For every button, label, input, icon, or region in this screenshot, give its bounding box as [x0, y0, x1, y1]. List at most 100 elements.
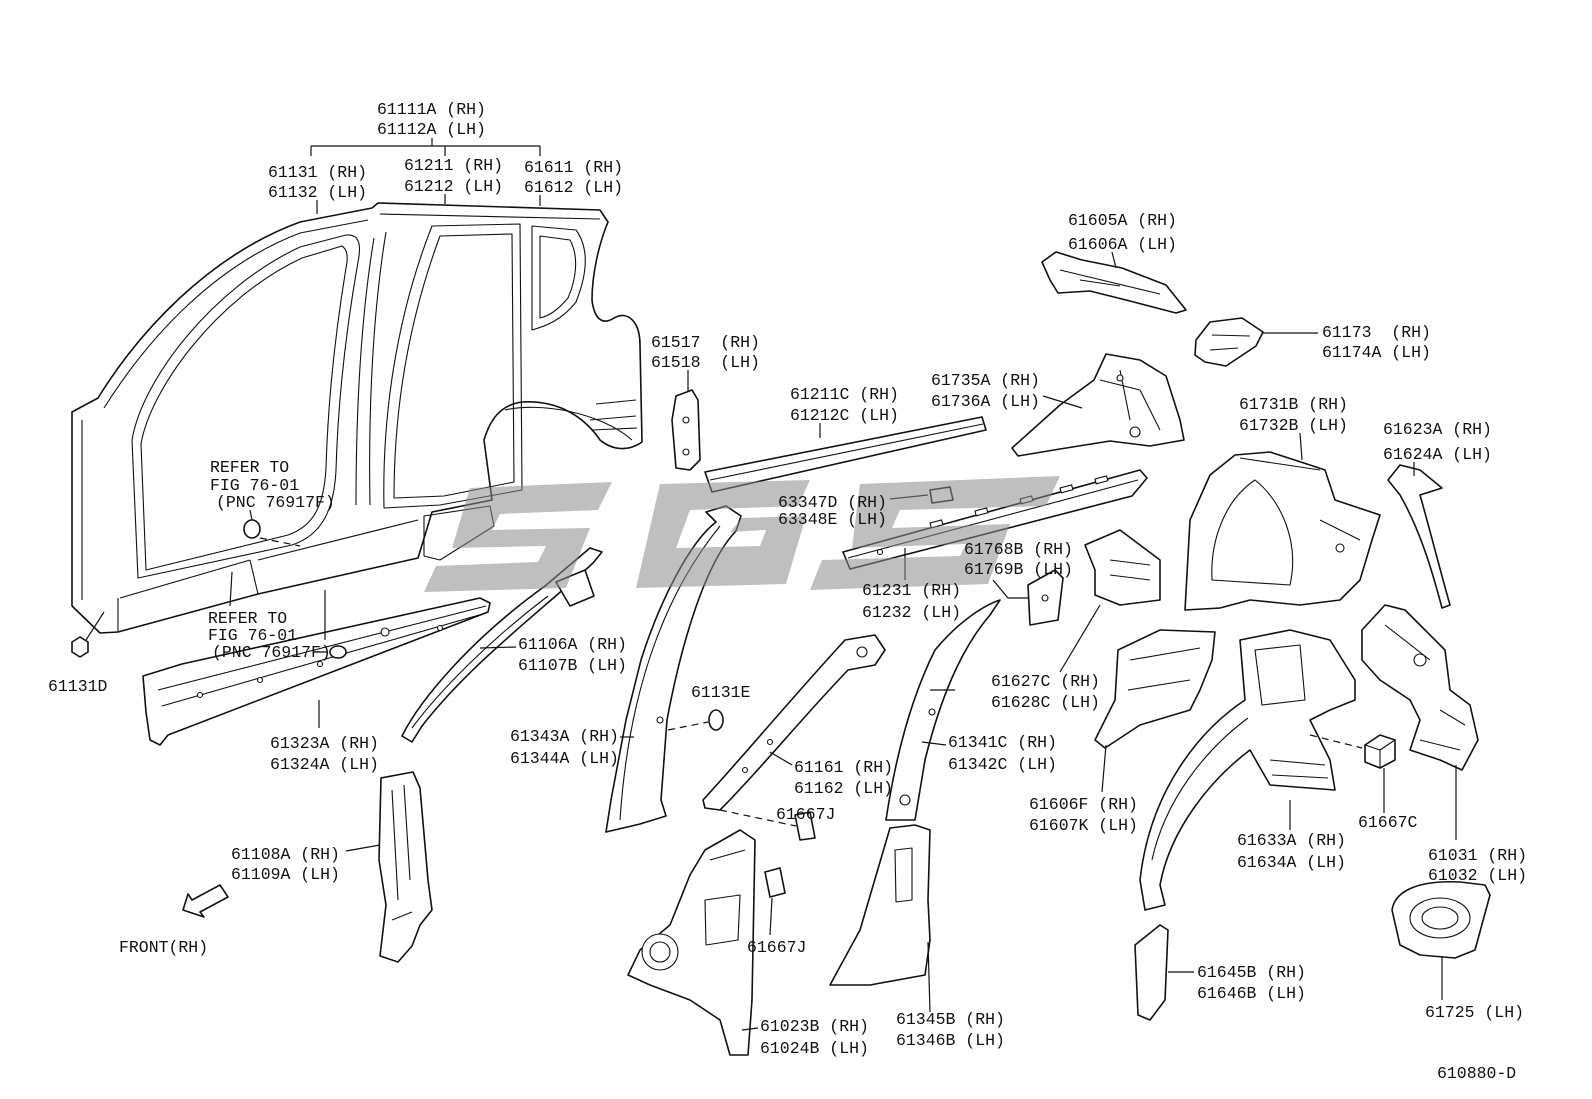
callout-63348e-lh: 63348E (LH) [778, 510, 887, 529]
callout-61634a-lh: 61634A (LH) [1237, 853, 1346, 872]
watermark-logo [424, 476, 1060, 592]
refer-note-2-line3: (PNC 76917F) [212, 643, 331, 662]
callout-61324a-lh: 61324A (LH) [270, 755, 379, 774]
callout-61343a-rh: 61343A (RH) [510, 727, 619, 746]
refer-note-2-line2: FIG 76-01 [208, 626, 297, 645]
leader-61111a-bracket [310, 138, 541, 156]
part-61645b-bracket [1134, 924, 1169, 1021]
part-61345b-panel [829, 824, 931, 986]
part-61108a-pillar [378, 771, 433, 963]
callout-61769b-lh: 61769B (LH) [964, 560, 1073, 579]
callout-61345b-rh: 61345B (RH) [896, 1010, 1005, 1029]
refer-note-2-line1: REFER TO [208, 609, 287, 628]
callout-61174a-lh: 61174A (LH) [1322, 343, 1431, 362]
callout-63347d-rh: 63347D (RH) [778, 493, 887, 512]
refer-note-1-line3: (PNC 76917F) [216, 493, 335, 512]
callout-61623a-rh: 61623A (RH) [1383, 420, 1492, 439]
callout-61162-lh: 61162 (LH) [794, 779, 893, 798]
callout-61606a-lh: 61606A (LH) [1068, 235, 1177, 254]
leader-61131e [667, 721, 709, 731]
callout-61605a-rh: 61605A (RH) [1068, 211, 1177, 230]
callout-61323a-rh: 61323A (RH) [270, 734, 379, 753]
leader-61627c [1059, 604, 1101, 673]
leader-61667c-dash [1309, 734, 1363, 749]
part-61735a-panel [1011, 353, 1185, 457]
callout-61735a-rh: 61735A (RH) [931, 371, 1040, 390]
refer-note-1-line1: REFER TO [210, 458, 289, 477]
leader-61341c [921, 689, 955, 746]
part-61633a-wheelhouse [1139, 629, 1356, 911]
callout-61112a-lh: 61112A (LH) [377, 120, 486, 139]
part-61131e-plug [708, 709, 724, 731]
callout-61725-lh: 61725 (LH) [1425, 1003, 1524, 1022]
part-61606f-panel [1094, 629, 1216, 749]
part-61731b-quarter-inner [1184, 451, 1381, 611]
callout-61031-rh: 61031 (RH) [1428, 846, 1527, 865]
callout-61344a-lh: 61344A (LH) [510, 749, 619, 768]
front-arrow-icon [182, 884, 229, 918]
leader-refer-1-dash [259, 537, 301, 547]
callout-61212c-lh: 61212C (LH) [790, 406, 899, 425]
leader-lines [85, 138, 1457, 1031]
callout-61108a-rh: 61108A (RH) [231, 845, 340, 864]
callout-61132-lh: 61132 (LH) [268, 183, 367, 202]
leader-61735a [1042, 395, 1083, 409]
callout-61342c-lh: 61342C (LH) [948, 755, 1057, 774]
leader-61131d [85, 611, 105, 641]
leader-61345b [927, 941, 931, 1013]
callout-61131-rh: 61131 (RH) [268, 163, 367, 182]
callout-61211c-rh: 61211C (RH) [790, 385, 899, 404]
callout-61646b-lh: 61646B (LH) [1197, 984, 1306, 1003]
part-61517-bracket [671, 389, 701, 471]
part-61323a-rocker [142, 597, 491, 746]
parts [71, 202, 1491, 1056]
callout-61131e: 61131E [691, 683, 751, 702]
part-61667c-block [1364, 734, 1396, 769]
callout-61211-rh: 61211 (RH) [404, 156, 503, 175]
callout-61111a-rh: 61111A (RH) [377, 100, 486, 119]
callout-61023b-rh: 61023B (RH) [760, 1017, 869, 1036]
callout-61736a-lh: 61736A (LH) [931, 392, 1040, 411]
callout-61667c: 61667C [1358, 813, 1418, 832]
leader-61605a [1111, 251, 1117, 269]
part-61173-bracket [1194, 317, 1264, 367]
leader-61768b [992, 579, 1028, 599]
refer-plug-2 [329, 645, 347, 659]
callout-61232-lh: 61232 (LH) [862, 603, 961, 622]
leader-61667j-1 [719, 809, 797, 827]
part-61667j-patch-1 [794, 811, 816, 841]
leader-refer-2 [229, 571, 328, 653]
callout-61518-lh: 61518 (LH) [651, 353, 760, 372]
part-61768b-bracket [1027, 569, 1064, 626]
part-61623a-arch [1387, 464, 1451, 609]
callout-61627c-rh: 61627C (RH) [991, 672, 1100, 691]
part-61131d-nut [71, 636, 89, 658]
leader-61731b [1299, 432, 1303, 461]
leader-61106a [479, 646, 517, 649]
callout-61607k-lh: 61607K (LH) [1029, 816, 1138, 835]
part-61023b-panel [627, 829, 756, 1056]
refer-note-1-line2: FIG 76-01 [210, 476, 299, 495]
part-side-panel-outer [71, 202, 643, 634]
front-direction-label: FRONT(RH) [119, 938, 208, 957]
callout-61131d: 61131D [48, 677, 108, 696]
callout-61624a-lh: 61624A (LH) [1383, 445, 1492, 464]
leader-61023b [741, 1027, 759, 1031]
callout-61161-rh: 61161 (RH) [794, 758, 893, 777]
part-61725-housing [1391, 880, 1491, 959]
callout-61341c-rh: 61341C (RH) [948, 733, 1057, 752]
callout-61109a-lh: 61109A (LH) [231, 865, 340, 884]
leader-61606f [1101, 744, 1107, 793]
callout-61212-lh: 61212 (LH) [404, 177, 503, 196]
part-61031-extension [1361, 604, 1479, 771]
callout-61612-lh: 61612 (LH) [524, 178, 623, 197]
part-61667j-patch-2 [764, 867, 786, 898]
part-61341c-pillar [885, 599, 1001, 821]
callout-61667j-2: 61667J [747, 938, 806, 957]
part-61605a-panel [1041, 251, 1187, 314]
callout-61107b-lh: 61107B (LH) [518, 656, 627, 675]
callout-61173-rh: 61173 (RH) [1322, 323, 1431, 342]
callout-61667j-1: 61667J [776, 805, 835, 824]
figure-id: 610880-D [1437, 1064, 1516, 1083]
